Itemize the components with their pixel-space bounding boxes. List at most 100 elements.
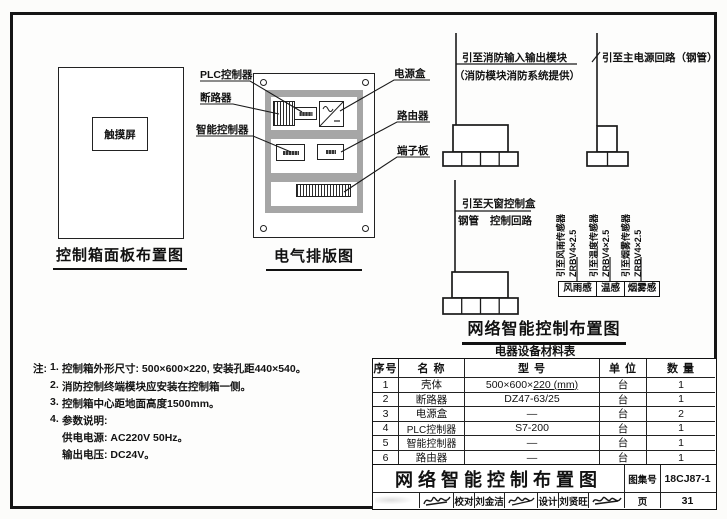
table-cell-qty: 1 — [647, 378, 715, 393]
table-cell-name: 电源盒 — [399, 407, 465, 422]
tiny-label-marks — [325, 150, 336, 154]
handwritten-signature-icon — [422, 496, 451, 506]
table-cell-name: 路由器 — [399, 450, 465, 465]
smoke-sensor-lead-label: 引至烟雾传感器 — [621, 213, 631, 277]
table-cell-unit: 台 — [600, 421, 647, 436]
power-box-component — [319, 101, 344, 127]
table-cell-unit: 台 — [600, 378, 647, 393]
table-cell-name: 断路器 — [399, 392, 465, 407]
temperature-cable-spec-label: ZRBV4×2.5 — [601, 229, 611, 277]
steel-pipe-label: 钢管 — [458, 215, 479, 227]
electrical-diagram-caption: 电气排版图 — [266, 245, 362, 271]
table-cell-model: S7-200 — [465, 421, 600, 436]
handwritten-signature-icon — [507, 496, 535, 506]
skylight-lead-label: 引至天窗控制盒 — [462, 198, 536, 210]
fire-module-note-label: （消防模块消防系统提供） — [454, 70, 580, 82]
note-text-1: 控制箱外形尺寸: 500×600×220, 安装孔距440×540。 — [62, 363, 307, 375]
title-block: 网络智能控制布置图 图集号 18CJ87-1 校对 刘金洁 设计 刘贤旺 — [372, 464, 717, 510]
tiny-label-marks — [299, 111, 312, 116]
wind-rain-sensor-box: 风雨感 — [558, 281, 597, 297]
faint-stamp-mark — [375, 495, 415, 505]
main-power-lead-label: 引至主电源回路（钢管） — [602, 52, 718, 64]
table-cell-no: 2 — [373, 392, 399, 407]
table-cell-qty: 1 — [647, 393, 715, 407]
table-cell-name: PLC控制器 — [399, 421, 465, 436]
table-cell-unit: 台 — [600, 436, 647, 451]
network-diagram-title: 网络智能控制布置图 — [462, 315, 626, 345]
atlas-number-value: 18CJ87-1 — [664, 472, 711, 485]
power-box-symbol-icon — [320, 102, 343, 126]
table-cell-model: — — [465, 450, 600, 465]
atlas-number-label: 图集号 — [625, 465, 661, 492]
blank-cell — [373, 493, 420, 508]
terminal-strip-component — [296, 184, 351, 197]
design-name: 刘贤旺 — [559, 493, 589, 508]
note-text-3: 控制箱中心距地面高度1500mm。 — [62, 398, 220, 410]
table-cell-no: 6 — [373, 450, 399, 465]
model-text: 500×600× — [485, 378, 534, 391]
model-underlined-text: 220 (mm) — [533, 378, 579, 391]
page-number: 31 — [681, 494, 694, 507]
table-cell-no: 5 — [373, 436, 399, 451]
note-number: 1. — [50, 361, 59, 373]
proofread-name: 刘金洁 — [475, 493, 505, 508]
table-cell-name: 壳体 — [399, 378, 465, 393]
circuit-breaker-component — [273, 101, 295, 126]
touch-screen-box: 触摸屏 — [92, 117, 148, 151]
sheet-title: 网络智能控制布置图 — [373, 465, 625, 492]
note-number: 3. — [50, 396, 59, 408]
note-number: 2. — [50, 379, 59, 391]
table-cell-qty: 2 — [647, 407, 715, 422]
notes-prefix: 注: — [33, 363, 47, 375]
note-sub-text-1: 供电电源: AC220V 50Hz。 — [62, 432, 189, 444]
col-header-no: 序号 — [373, 359, 399, 378]
proofread-signature — [505, 493, 538, 508]
col-header-model: 型 号 — [465, 359, 600, 378]
mounting-hole-icon — [362, 225, 369, 232]
smart-controller-label: 智能控制器 — [196, 124, 249, 136]
temperature-sensor-box: 温感 — [596, 281, 625, 297]
col-header-name: 名 称 — [399, 359, 465, 378]
table-cell-unit: 台 — [600, 407, 647, 422]
table-cell-model: — — [465, 436, 600, 451]
plc-controller-label: PLC控制器 — [200, 69, 253, 81]
mounting-hole-icon — [260, 79, 267, 86]
title-block-row-main: 网络智能控制布置图 图集号 18CJ87-1 — [373, 465, 716, 493]
note-number: 4. — [50, 413, 59, 425]
table-cell-qty: 1 — [647, 422, 715, 436]
power-box-label: 电源盒 — [394, 68, 426, 80]
note-text-2: 消防控制终端模块应安装在控制箱一侧。 — [62, 381, 251, 393]
control-box-panel-outline — [58, 67, 184, 239]
col-header-qty: 数 量 — [647, 359, 715, 378]
title-block-row-signatures: 校对 刘金洁 设计 刘贤旺 页 31 — [373, 493, 716, 508]
circuit-breaker-label: 断路器 — [200, 92, 232, 104]
handwritten-signature-icon — [591, 496, 622, 505]
wind-rain-cable-spec-label: ZRBV4×2.5 — [568, 229, 578, 277]
materials-table: 序号 名 称 型 号 单 位 数 量 1 壳体 500×600×220 (mm)… — [372, 358, 717, 466]
smoke-cable-spec-label: ZRBV4×2.5 — [633, 229, 643, 277]
note-sub-text-2: 输出电压: DC24V。 — [62, 449, 155, 461]
wind-rain-sensor-lead-label: 引至风雨传感器 — [556, 213, 566, 277]
table-cell-qty: 1 — [647, 436, 715, 451]
touch-screen-label: 触摸屏 — [104, 128, 136, 141]
table-cell-unit: 台 — [600, 450, 647, 465]
mounting-hole-icon — [260, 225, 267, 232]
temperature-sensor-lead-label: 引至温度传感器 — [589, 213, 599, 277]
table-cell-name: 智能控制器 — [399, 436, 465, 451]
table-cell-no: 1 — [373, 378, 399, 393]
design-label: 设计 — [538, 493, 559, 508]
terminal-board-label: 端子板 — [397, 145, 429, 157]
reviewer-signature — [420, 493, 454, 508]
control-circuit-label: 控制回路 — [490, 215, 532, 227]
table-cell-model: — — [465, 407, 600, 422]
note-text-4: 参数说明: — [62, 415, 108, 427]
fire-module-lead-label: 引至消防输入输出模块 — [462, 52, 567, 64]
tiny-label-marks — [282, 150, 299, 155]
plc-controller-component — [294, 107, 317, 120]
page-label: 页 — [625, 493, 661, 508]
table-cell-model: 500×600×220 (mm) — [465, 378, 600, 393]
table-cell-model: DZ47-63/25 — [465, 392, 600, 407]
table-cell-qty: 1 — [678, 451, 684, 464]
smart-controller-component — [276, 144, 305, 161]
